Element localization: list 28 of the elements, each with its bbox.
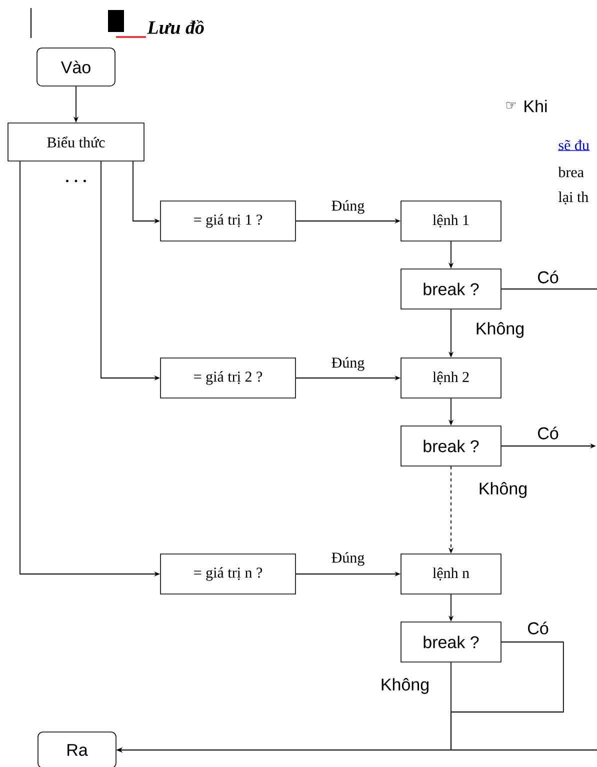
- terminal-box: Ra: [38, 732, 116, 767]
- process-box: break ?: [400, 622, 502, 662]
- process-box: Biểu thức: [8, 122, 144, 162]
- process-box: break ?: [400, 426, 502, 466]
- ellipsis: . . .: [66, 180, 86, 182]
- pointing-hand-icon: ☞: [506, 102, 516, 108]
- edge-label: Không: [379, 677, 431, 695]
- process-box: break ?: [400, 268, 502, 310]
- edge-label: Có: [526, 620, 550, 636]
- edge-label: Không: [474, 321, 526, 339]
- edge-label: Đúng: [330, 356, 366, 372]
- edge-label: Đúng: [330, 199, 366, 215]
- note-text: lại th: [558, 192, 588, 204]
- edge-label: Có: [536, 426, 560, 440]
- note-text: brea: [558, 166, 584, 178]
- process-box: lệnh 2: [400, 358, 502, 398]
- process-box: = giá trị 1 ?: [160, 200, 296, 242]
- process-box: lệnh 1: [400, 200, 502, 242]
- process-box: = giá trị n ?: [160, 554, 296, 594]
- edge-label: Đúng: [330, 551, 366, 567]
- edge-label: Có: [536, 270, 560, 284]
- edge-label: Không: [477, 481, 529, 499]
- title: Lưu đồ: [147, 20, 204, 34]
- terminal-box: Vào: [36, 48, 116, 86]
- process-box: lệnh n: [400, 554, 502, 594]
- note-text: Khi: [524, 100, 547, 112]
- link-text: sẽ đu: [558, 140, 590, 151]
- process-box: = giá trị 2 ?: [160, 358, 296, 398]
